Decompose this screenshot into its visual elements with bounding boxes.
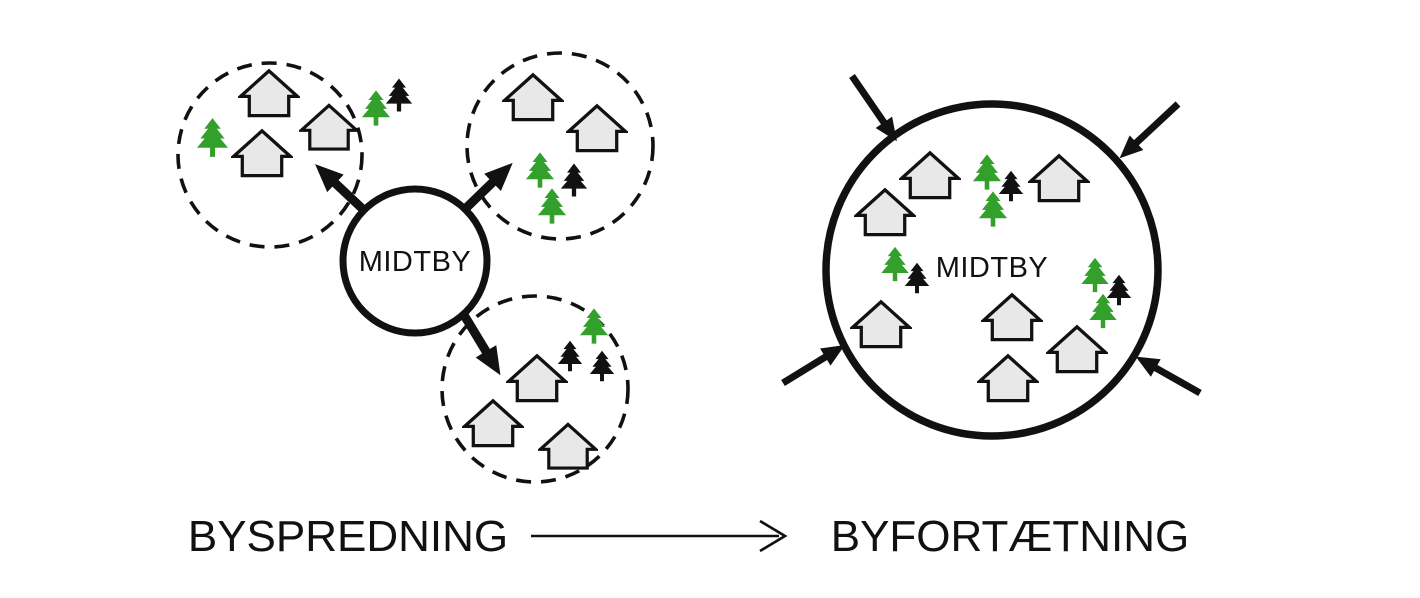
house-icon — [502, 73, 564, 122]
inward-arrow-icon — [1135, 356, 1202, 397]
pine-tree-dark-icon — [904, 262, 930, 294]
city-centre-circle — [339, 185, 491, 337]
house-icon — [1028, 154, 1090, 203]
dense-city-label: MIDTBY — [936, 252, 1049, 284]
pine-tree-icon — [978, 191, 1008, 227]
house-icon — [299, 103, 359, 151]
satellite-town-circle-bottom-right — [440, 294, 630, 484]
pine-tree-icon — [537, 188, 567, 224]
densification-caption: BYFORTÆTNING — [831, 512, 1190, 561]
house-icon — [231, 129, 293, 178]
pine-tree-dark-icon — [385, 78, 413, 112]
house-icon — [462, 399, 524, 448]
pine-tree-icon — [972, 154, 1002, 190]
pine-tree-icon — [361, 90, 391, 126]
pine-tree-dark-icon — [1106, 274, 1132, 306]
house-icon — [850, 300, 912, 349]
dense-city-circle — [822, 100, 1162, 440]
caption-row: BYSPREDNING BYFORTÆTNING — [188, 512, 1189, 561]
house-icon — [538, 422, 598, 470]
house-icon — [981, 293, 1043, 342]
densification-panel: MIDTBY — [781, 74, 1202, 440]
inward-arrow-icon — [849, 74, 897, 142]
inward-arrow-icon — [781, 345, 845, 386]
pine-tree-dark-icon — [998, 170, 1024, 202]
house-icon — [238, 69, 300, 118]
city-centre-label: MIDTBY — [359, 246, 472, 278]
house-icon — [854, 188, 916, 237]
sprawl-caption: BYSPREDNING — [188, 512, 508, 561]
house-icon — [977, 354, 1039, 403]
pine-tree-icon — [525, 152, 555, 188]
house-icon — [1046, 325, 1108, 374]
pine-tree-icon — [196, 118, 229, 157]
pine-tree-icon — [1081, 257, 1109, 293]
satellite-town-circle-top-left — [176, 61, 364, 249]
pine-tree-icon — [579, 308, 609, 344]
pine-tree-icon — [881, 246, 909, 282]
house-icon — [899, 151, 961, 200]
pine-tree-dark-icon — [560, 163, 588, 197]
inward-arrow-icon — [1119, 101, 1181, 159]
transition-arrow-icon — [531, 519, 788, 553]
satellite-town-circle-top-right — [465, 51, 655, 241]
pine-tree-dark-icon — [557, 340, 583, 372]
pine-tree-dark-icon — [589, 350, 615, 382]
house-icon — [566, 104, 628, 153]
sprawl-panel: MIDTBY — [176, 51, 655, 484]
house-icon — [506, 354, 568, 403]
pine-tree-icon — [1089, 293, 1117, 329]
